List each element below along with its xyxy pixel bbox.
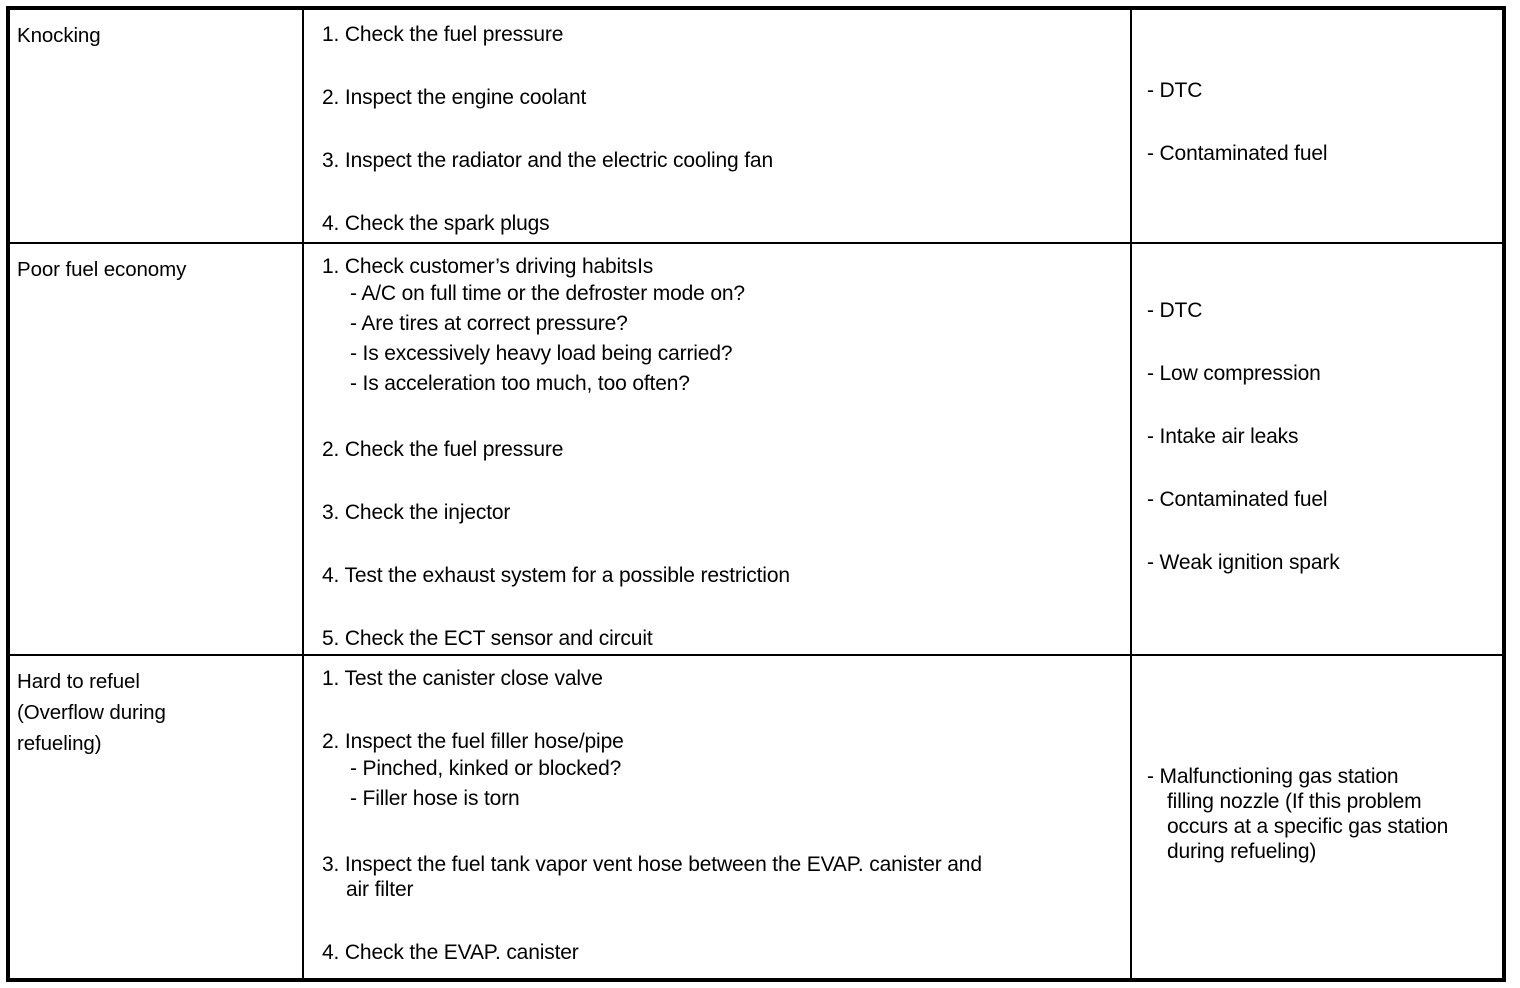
inspection-step: 3. Inspect the fuel tank vapor vent hose… (314, 852, 1120, 902)
symptom-cell: Poor fuel economy (10, 244, 302, 654)
inspection-step: 2. Inspect the fuel filler hose/pipe (322, 730, 624, 753)
inspection-step: 4. Check the spark plugs (322, 212, 550, 235)
table-row: Knocking 1. Check the fuel pressure 2. I… (10, 10, 1502, 242)
inspection-step: 4. Check the EVAP. canister (322, 941, 579, 964)
inspection-step: 2. Inspect the engine coolant (322, 86, 587, 109)
cause-item: - Malfunctioning gas station filling noz… (1143, 764, 1492, 864)
inspection-step: 1. Check customer’s driving habitsIs (322, 255, 654, 278)
inspection-step-continuation: air filter (346, 878, 414, 901)
spacer (1143, 512, 1492, 550)
cause-line1: - Malfunctioning gas station (1147, 765, 1399, 788)
probable-cause-cell: - DTC - Low compression - Intake air lea… (1130, 244, 1502, 654)
spacer (1143, 386, 1492, 424)
inspection-step: 3. Inspect the radiator and the electric… (322, 149, 773, 172)
spacer (314, 814, 1120, 852)
inspection-substep: - Are tires at correct pressure? (350, 312, 628, 335)
symptom-cell: Knocking (10, 10, 302, 242)
inspection-substep: - Filler hose is torn (350, 787, 520, 810)
cause-line4: during refueling) (1167, 840, 1317, 863)
cause-line3: occurs at a specific gas station (1167, 815, 1449, 838)
probable-cause-cell: - Malfunctioning gas station filling noz… (1130, 656, 1502, 982)
cause-line2: filling nozzle (If this problem (1167, 790, 1422, 813)
cause-item: - Weak ignition spark (1147, 551, 1340, 574)
inspection-cell: 1. Check customer’s driving habitsIs - A… (302, 244, 1130, 654)
spacer (314, 462, 1120, 500)
inspection-cell: 1. Test the canister close valve 2. Insp… (302, 656, 1130, 982)
cause-item: - Low compression (1147, 362, 1321, 385)
inspection-substep: - Pinched, kinked or blocked? (350, 757, 622, 780)
inspection-step-line1: 3. Inspect the fuel tank vapor vent hose… (322, 853, 982, 876)
cause-item: - Intake air leaks (1147, 425, 1299, 448)
spacer (314, 525, 1120, 563)
symptom-label: Hard to refuel (Overflow during refuelin… (17, 670, 166, 755)
inspection-step: 4. Test the exhaust system for a possibl… (322, 564, 790, 587)
inspection-step: 3. Check the injector (322, 501, 511, 524)
spacer (314, 399, 1120, 437)
probable-cause-cell: - DTC - Contaminated fuel (1130, 10, 1502, 242)
table-row: Poor fuel economy 1. Check customer’s dr… (10, 242, 1502, 654)
inspection-substep: - A/C on full time or the defroster mode… (350, 282, 745, 305)
cause-item: - Contaminated fuel (1147, 488, 1328, 511)
spacer (314, 173, 1120, 211)
inspection-cell: 1. Check the fuel pressure 2. Inspect th… (302, 10, 1130, 242)
inspection-step: 1. Check the fuel pressure (322, 23, 564, 46)
cause-item: - Contaminated fuel (1147, 142, 1328, 165)
spacer (1143, 323, 1492, 361)
inspection-step: 2. Check the fuel pressure (322, 438, 564, 461)
spacer (314, 588, 1120, 626)
symptom-label: Poor fuel economy (17, 258, 187, 281)
spacer (1143, 449, 1492, 487)
cause-item: - DTC (1147, 79, 1203, 102)
inspection-substep: - Is acceleration too much, too often? (350, 372, 690, 395)
inspection-substep: - Is excessively heavy load being carrie… (350, 342, 733, 365)
troubleshooting-table: Knocking 1. Check the fuel pressure 2. I… (6, 6, 1506, 982)
spacer (314, 110, 1120, 148)
symptom-label: Knocking (17, 24, 101, 47)
symptom-cell: Hard to refuel (Overflow during refuelin… (10, 656, 302, 982)
cause-item: - DTC (1147, 299, 1203, 322)
spacer (314, 47, 1120, 85)
spacer (1143, 103, 1492, 141)
table-row: Hard to refuel (Overflow during refuelin… (10, 654, 1502, 982)
spacer (314, 691, 1120, 729)
inspection-step: 5. Check the ECT sensor and circuit (322, 627, 653, 650)
inspection-step: 1. Test the canister close valve (322, 667, 603, 690)
spacer (314, 902, 1120, 940)
